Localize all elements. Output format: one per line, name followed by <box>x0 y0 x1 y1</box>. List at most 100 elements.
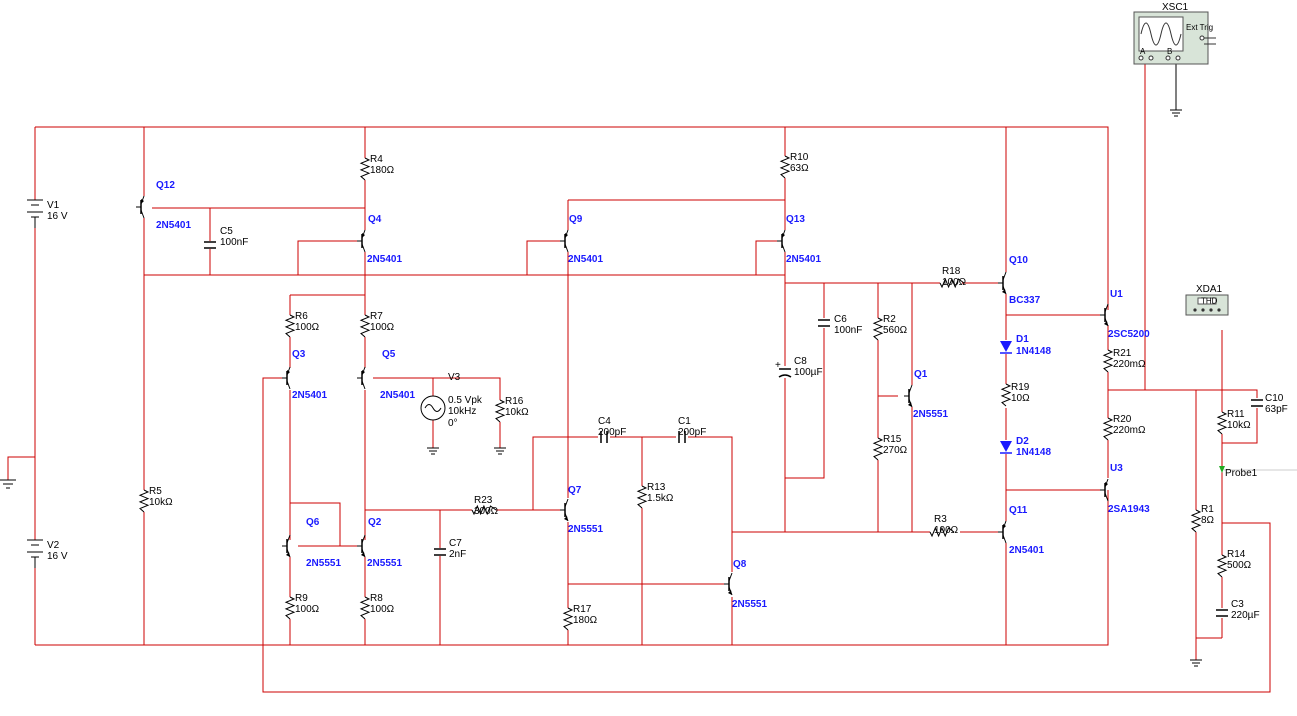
probe-label: Probe1 <box>1225 468 1258 479</box>
v2-ref: V2 <box>47 540 60 551</box>
v2-value: 16 V <box>47 551 68 562</box>
transistor-q9[interactable] <box>560 229 569 253</box>
transistor-ref-q8: Q8 <box>733 559 747 570</box>
resistor-r10[interactable] <box>779 155 791 179</box>
transistor-part-q9: 2N5401 <box>568 254 603 265</box>
probe-marker[interactable] <box>1219 466 1297 473</box>
transistor-q3[interactable] <box>282 366 291 390</box>
capacitor-c3[interactable] <box>1216 609 1228 617</box>
resistor-r21[interactable] <box>1102 349 1114 373</box>
transistor-q11[interactable] <box>998 520 1007 544</box>
resistor-value-r4: 180Ω <box>370 165 395 176</box>
resistor-value-r8: 100Ω <box>370 604 395 615</box>
transistor-q5[interactable] <box>357 366 366 390</box>
transistor-q1[interactable] <box>904 384 913 408</box>
capacitor-c5[interactable] <box>204 241 216 249</box>
resistor-r7[interactable] <box>359 314 371 338</box>
resistor-r13[interactable] <box>636 485 648 509</box>
resistor-r18[interactable] <box>939 277 965 289</box>
d2-ref: D2 <box>1016 436 1029 447</box>
capacitor-c4[interactable] <box>600 431 608 443</box>
capacitor-ref-c8: C8 <box>794 356 807 367</box>
transistor-ref-q6: Q6 <box>306 517 320 528</box>
resistor-ref-r6: R6 <box>295 311 308 322</box>
capacitor-c1[interactable] <box>678 431 686 443</box>
transistor-q2[interactable] <box>357 534 366 558</box>
transistor-q6[interactable] <box>282 534 291 558</box>
capacitor-c6[interactable] <box>818 319 830 327</box>
transistor-part-u3: 2SA1943 <box>1108 504 1150 515</box>
resistor-ref-r3: R3 <box>934 514 947 525</box>
v1-value: 16 V <box>47 211 68 222</box>
transistor-part-q1: 2N5551 <box>913 409 948 420</box>
transistor-ref-q3: Q3 <box>292 349 306 360</box>
resistor-ref-r15: R15 <box>883 434 902 445</box>
resistor-value-r18: 100Ω <box>942 277 967 288</box>
xsc1-ref: XSC1 <box>1162 2 1189 13</box>
transistor-ref-q5: Q5 <box>382 349 396 360</box>
transistor-q12[interactable] <box>136 195 145 219</box>
resistor-ref-r10: R10 <box>790 152 809 163</box>
resistor-r8[interactable] <box>359 596 371 620</box>
resistor-value-r17: 180Ω <box>573 615 598 626</box>
resistor-r4[interactable] <box>359 157 371 181</box>
capacitor-ref-c3: C3 <box>1231 599 1244 610</box>
resistor-ref-r9: R9 <box>295 593 308 604</box>
resistor-r14[interactable] <box>1216 554 1228 578</box>
transistor-ref-q2: Q2 <box>368 517 382 528</box>
resistor-r17[interactable] <box>562 607 574 631</box>
xsc1-channel-a: A <box>1140 47 1146 56</box>
resistor-value-r16: 10kΩ <box>505 407 529 418</box>
resistor-r11[interactable] <box>1216 411 1228 435</box>
diode-d1[interactable] <box>1000 341 1012 354</box>
capacitor-c8[interactable]: + <box>775 360 792 378</box>
resistor-r23[interactable] <box>471 504 497 516</box>
transistor-part-u1: 2SC5200 <box>1108 329 1150 340</box>
battery-v2[interactable] <box>27 539 43 568</box>
transistor-ref-q7: Q7 <box>568 485 582 496</box>
capacitor-value-c6: 100nF <box>834 325 862 336</box>
resistor-r5[interactable] <box>138 489 150 513</box>
transistor-q4[interactable] <box>357 229 366 253</box>
wires <box>7 64 1271 693</box>
transistor-q7[interactable] <box>560 498 569 522</box>
capacitor-c7[interactable] <box>434 548 446 556</box>
resistor-r6[interactable] <box>284 314 296 338</box>
v3-value: 0.5 Vpk <box>448 395 483 406</box>
ac-source-v3[interactable] <box>420 395 446 421</box>
transistor-u1[interactable] <box>1100 303 1109 327</box>
transistor-part-q13: 2N5401 <box>786 254 821 265</box>
capacitor-c10[interactable] <box>1251 399 1263 407</box>
resistor-r1[interactable] <box>1190 509 1202 533</box>
resistor-r16[interactable] <box>494 399 506 423</box>
resistor-value-r2: 560Ω <box>883 325 908 336</box>
resistor-r2[interactable] <box>872 317 884 341</box>
ground-left <box>0 479 16 489</box>
transistor-ref-q10: Q10 <box>1009 255 1028 266</box>
battery-v1[interactable] <box>27 199 43 228</box>
transistor-ref-q4: Q4 <box>368 214 382 225</box>
oscilloscope-xsc1[interactable] <box>1133 11 1216 65</box>
transistor-q13[interactable] <box>777 229 786 253</box>
d1-ref: D1 <box>1016 334 1029 345</box>
capacitor-value-c4: 200pF <box>598 427 626 438</box>
resistor-value-r9: 100Ω <box>295 604 320 615</box>
resistor-ref-r16: R16 <box>505 396 524 407</box>
ground-symbols <box>0 64 1202 667</box>
diode-d2[interactable] <box>1000 441 1012 454</box>
transistors: Q122N5401Q42N5401Q92N5401Q132N5401Q32N54… <box>136 180 1150 610</box>
transistor-part-q11: 2N5401 <box>1009 545 1044 556</box>
distortion-analyzer-xda1[interactable] <box>1185 294 1229 316</box>
resistor-value-r20: 220mΩ <box>1113 425 1146 436</box>
xda1-label: THD <box>1201 297 1218 306</box>
resistor-r9[interactable] <box>284 596 296 620</box>
resistor-r3[interactable] <box>929 526 955 538</box>
resistor-r19[interactable] <box>1000 383 1012 407</box>
resistor-r20[interactable] <box>1102 417 1114 441</box>
transistor-q8[interactable] <box>724 572 733 596</box>
capacitor-value-c3: 220µF <box>1231 610 1260 621</box>
resistor-r15[interactable] <box>872 437 884 461</box>
transistor-u3[interactable] <box>1100 478 1109 502</box>
transistor-q10[interactable] <box>998 271 1007 295</box>
resistor-value-r5: 10kΩ <box>149 497 173 508</box>
